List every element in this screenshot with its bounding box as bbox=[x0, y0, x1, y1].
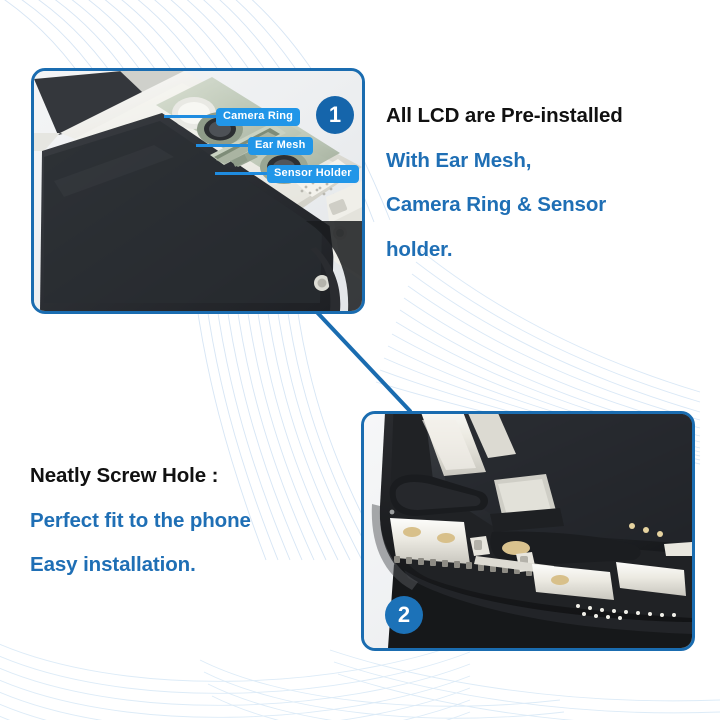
lcd-top-edge-photo bbox=[34, 71, 362, 311]
feature-headline-bottom: Neatly Screw Hole : bbox=[30, 464, 219, 487]
feature-text-top: All LCD are Pre-installed With Ear Mesh,… bbox=[386, 104, 706, 261]
feature-text-bottom: Neatly Screw Hole : Perfect fit to the p… bbox=[30, 464, 360, 576]
step-badge-2: 2 bbox=[385, 596, 423, 634]
callout-camera-ring: Camera Ring bbox=[164, 108, 301, 126]
step-badge-1: 1 bbox=[316, 96, 354, 134]
feature-headline-top: All LCD are Pre-installed bbox=[386, 104, 623, 127]
product-photo-panel-1 bbox=[31, 68, 365, 314]
feature-line-bottom-2: Perfect fit to the phone bbox=[30, 508, 251, 532]
callout-sensor-holder: Sensor Holder bbox=[215, 165, 359, 183]
callout-leader-line bbox=[215, 172, 267, 176]
product-photo-panel-2 bbox=[361, 411, 695, 651]
callout-leader-line bbox=[164, 115, 216, 119]
callout-leader-line bbox=[196, 144, 248, 148]
callout-label: Camera Ring bbox=[216, 108, 301, 126]
lcd-screw-hole-photo bbox=[364, 414, 692, 648]
feature-line-top-4: holder. bbox=[386, 237, 453, 261]
feature-line-bottom-3: Easy installation. bbox=[30, 553, 196, 576]
feature-line-top-3: Camera Ring & Sensor bbox=[386, 193, 607, 216]
callout-label: Sensor Holder bbox=[267, 165, 359, 183]
callout-label: Ear Mesh bbox=[248, 137, 313, 155]
callout-ear-mesh: Ear Mesh bbox=[196, 137, 313, 155]
feature-line-top-2: With Ear Mesh, bbox=[386, 148, 532, 172]
